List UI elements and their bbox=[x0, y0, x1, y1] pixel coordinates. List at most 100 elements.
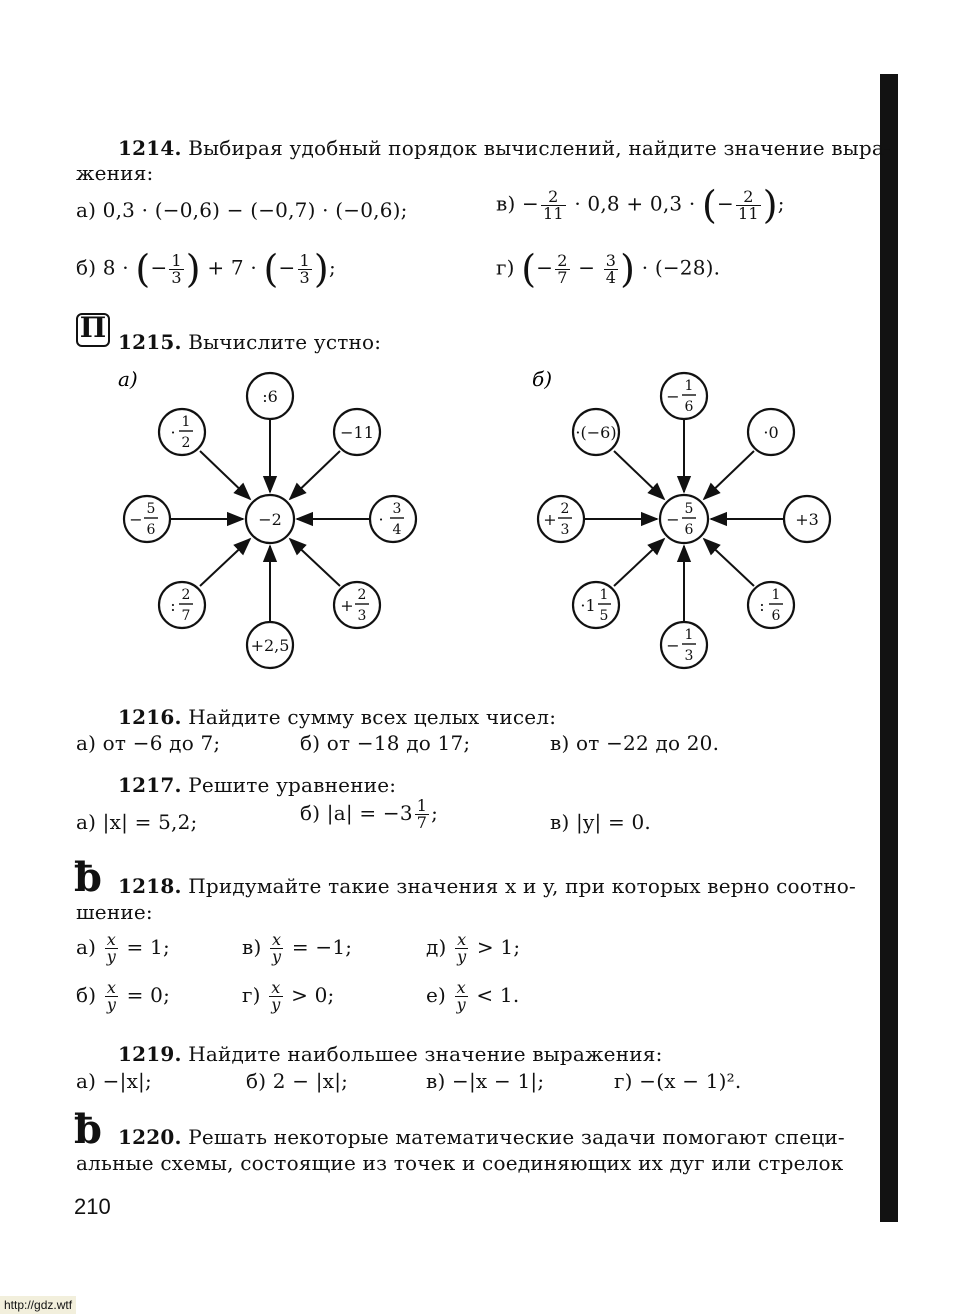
problem-1216-a: а) от −6 до 7; bbox=[76, 731, 221, 755]
paren: ) bbox=[185, 247, 201, 291]
problem-text: Найдите наибольшее значение выражения: bbox=[181, 1042, 663, 1066]
node-label: 2 bbox=[182, 587, 191, 603]
problem-1217-a: а) |x| = 5,2; bbox=[76, 810, 198, 834]
node-label: 2 bbox=[561, 501, 570, 517]
problem-1218-line2: шение: bbox=[76, 900, 153, 924]
paren: ) bbox=[313, 247, 329, 291]
problem-1214-line2: жения: bbox=[76, 161, 154, 185]
arrow bbox=[199, 537, 252, 587]
paren: ( bbox=[263, 247, 279, 291]
diagram-b-label: б) bbox=[532, 367, 552, 391]
arrow bbox=[613, 450, 666, 501]
node-label: + bbox=[543, 510, 556, 529]
problem-1217-v: в) |y| = 0. bbox=[550, 810, 651, 834]
problem-1219-g: г) −(x − 1)². bbox=[614, 1069, 742, 1093]
problem-number: 1218. bbox=[118, 874, 182, 898]
oral-calc-icon: П bbox=[76, 313, 110, 347]
node-label: +2,5 bbox=[251, 636, 290, 655]
problem-1219-b: б) 2 − |x|; bbox=[246, 1069, 349, 1093]
page-spine-shadow bbox=[880, 74, 898, 1222]
problem-1217-title: 1217. Решите уравнение: bbox=[118, 773, 396, 797]
node-label: : bbox=[759, 596, 764, 615]
node-label: 6 bbox=[772, 608, 781, 624]
expr-text: б) 8 · bbox=[76, 255, 129, 280]
node-label: 1 bbox=[772, 587, 781, 603]
arrow bbox=[288, 537, 341, 587]
problem-1215-title: 1215. Вычислите устно: bbox=[118, 330, 381, 354]
node bbox=[659, 620, 709, 670]
arrow bbox=[613, 537, 666, 587]
problem-number: 1219. bbox=[118, 1042, 182, 1066]
node-label: 3 bbox=[685, 648, 694, 664]
arrow bbox=[199, 450, 252, 501]
node bbox=[368, 494, 418, 544]
node bbox=[536, 494, 586, 544]
paren: ) bbox=[620, 247, 636, 291]
node-label: ·0 bbox=[763, 423, 778, 442]
expr-text: в) − bbox=[496, 191, 539, 216]
diagram-b-labels: − 5 6 − 1 6 ·0 +3 : 1 6 − 1 3 ·1 1 5 + 2… bbox=[543, 378, 819, 664]
node-label: 6 bbox=[685, 399, 694, 415]
diagram-a-labels: −2 :6 −11 +2,5 · 3 4 + 2 3 : 2 7 − 5 6 ·… bbox=[129, 387, 404, 655]
node-center bbox=[658, 493, 710, 545]
problem-number: 1216. bbox=[118, 705, 182, 729]
challenge-icon: ƀ bbox=[74, 1106, 102, 1153]
node bbox=[122, 494, 172, 544]
expr-text: г) bbox=[496, 255, 515, 280]
node-label: ·(−6) bbox=[575, 423, 616, 442]
paren: ) bbox=[762, 183, 778, 227]
node bbox=[746, 407, 796, 457]
node-label: 3 bbox=[393, 501, 402, 517]
problem-1216-b: б) от −18 до 17; bbox=[300, 731, 471, 755]
paren: ( bbox=[521, 247, 537, 291]
problem-text: Решите уравнение: bbox=[181, 773, 397, 797]
node-label: + bbox=[340, 596, 353, 615]
problem-1220-line1: 1220. Решать некоторые математические за… bbox=[118, 1125, 845, 1149]
node-label: · bbox=[170, 423, 175, 442]
node-label: 3 bbox=[358, 608, 367, 624]
node-label: 6 bbox=[147, 522, 156, 538]
node-label: 5 bbox=[685, 501, 694, 517]
node bbox=[157, 580, 207, 630]
expr-text: б) |a| = −3 bbox=[300, 801, 413, 825]
node bbox=[157, 407, 207, 457]
problem-text: Выбирая удобный порядок вычислений, найд… bbox=[181, 136, 891, 160]
problem-1220-line2: альные схемы, состоящие из точек и соеди… bbox=[76, 1151, 844, 1175]
site-link[interactable]: http://gdz.wtf bbox=[0, 1296, 77, 1314]
node-label: − bbox=[666, 636, 679, 655]
problem-1219-v: в) −|x − 1|; bbox=[426, 1069, 545, 1093]
node-label: 3 bbox=[561, 522, 570, 538]
node bbox=[332, 580, 382, 630]
node-label: ·1 bbox=[580, 596, 595, 615]
node-label: 2 bbox=[182, 435, 191, 451]
expr-text: · (−28). bbox=[641, 255, 721, 280]
node bbox=[332, 407, 382, 457]
node bbox=[571, 580, 621, 630]
problem-text: Вычислите устно: bbox=[181, 330, 382, 354]
node-label: 1 bbox=[685, 378, 694, 394]
node-label: 7 bbox=[182, 608, 191, 624]
arrow bbox=[702, 450, 755, 501]
node-label: 1 bbox=[600, 587, 609, 603]
node-label: 4 bbox=[393, 522, 402, 538]
diagram-b-nodes bbox=[536, 371, 832, 670]
expr-text: + 7 · bbox=[207, 255, 257, 280]
node-label: 5 bbox=[147, 501, 156, 517]
diagram-a-label: а) bbox=[118, 367, 138, 391]
problem-1219-title: 1219. Найдите наибольшее значение выраже… bbox=[118, 1042, 663, 1066]
node-label: 1 bbox=[685, 627, 694, 643]
